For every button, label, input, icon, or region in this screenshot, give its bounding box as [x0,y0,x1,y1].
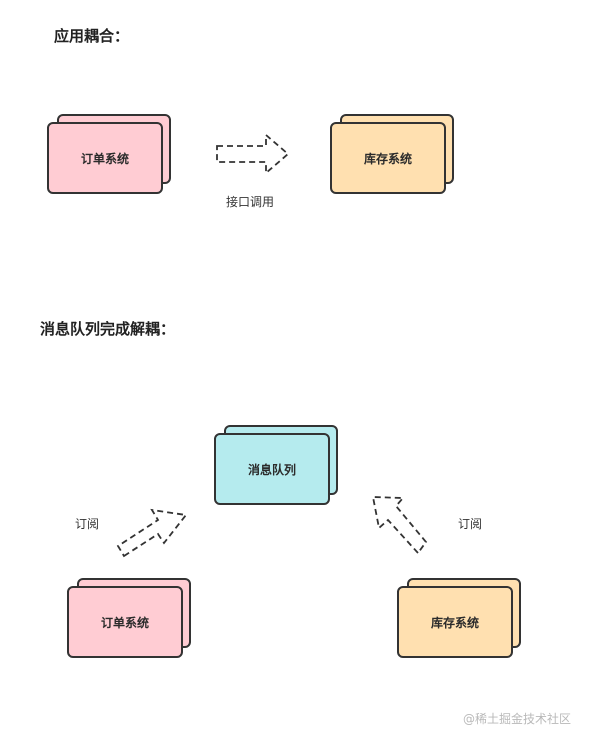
order-system-node-bottom: 订单系统 [67,578,191,658]
inventory-system-label: 库存系统 [363,151,412,166]
order-system-label: 订单系统 [80,151,129,166]
message-queue-node: 消息队列 [214,425,338,505]
inventory-system-node-top: 库存系统 [330,114,454,194]
order-subscribe-label: 订阅 [75,517,100,531]
api-call-label: 接口调用 [226,195,275,209]
message-queue-card: 消息队列 [214,433,330,505]
coupling-section-title: 应用耦合： [54,27,130,45]
order-system-card: 订单系统 [47,122,163,194]
inventory-system-node-bottom: 库存系统 [397,578,521,658]
order-system-card: 订单系统 [67,586,183,658]
inventory-subscribe-arrow [371,496,428,555]
order-system-label: 订单系统 [100,615,149,630]
inventory-system-card: 库存系统 [397,586,513,658]
watermark: @稀土掘金技术社区 [462,712,571,726]
inventory-system-label: 库存系统 [430,615,479,630]
api-call-arrow [216,133,290,175]
message-queue-label: 消息队列 [247,462,296,477]
inventory-system-card: 库存系统 [330,122,446,194]
order-system-node-top: 订单系统 [47,114,171,194]
decoupling-section-title: 消息队列完成解耦： [40,320,176,338]
inventory-subscribe-label: 订阅 [458,517,483,531]
order-subscribe-arrow [116,508,188,558]
